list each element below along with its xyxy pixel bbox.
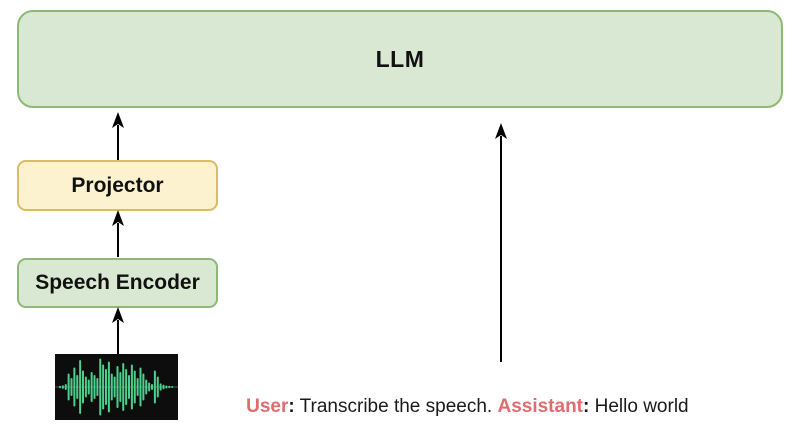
speech-encoder-box: Speech Encoder (17, 258, 218, 308)
assistant-utterance: Hello world (589, 396, 689, 417)
user-separator: : (288, 396, 295, 417)
speech-encoder-label: Speech Encoder (35, 271, 200, 294)
prompt-text: User: Transcribe the speech. Assistant: … (225, 374, 689, 440)
audio-waveform-icon (55, 354, 178, 420)
projector-label: Projector (71, 173, 164, 197)
user-utterance: Transcribe the speech. (294, 396, 498, 417)
assistant-separator: : (583, 396, 590, 417)
arrow-text-to-llm (495, 123, 507, 362)
arrow-projector-to-llm (112, 112, 124, 160)
projector-box: Projector (17, 160, 218, 211)
waveform-bars (59, 358, 174, 416)
arrow-encoder-to-projector (112, 210, 124, 257)
llm-label: LLM (375, 45, 425, 72)
arrow-waveform-to-encoder (112, 307, 124, 354)
assistant-speaker-label: Assistant (497, 396, 584, 417)
user-speaker-label: User (246, 396, 289, 417)
audio-waveform-svg (55, 358, 178, 416)
llm-box: LLM (17, 10, 783, 108)
